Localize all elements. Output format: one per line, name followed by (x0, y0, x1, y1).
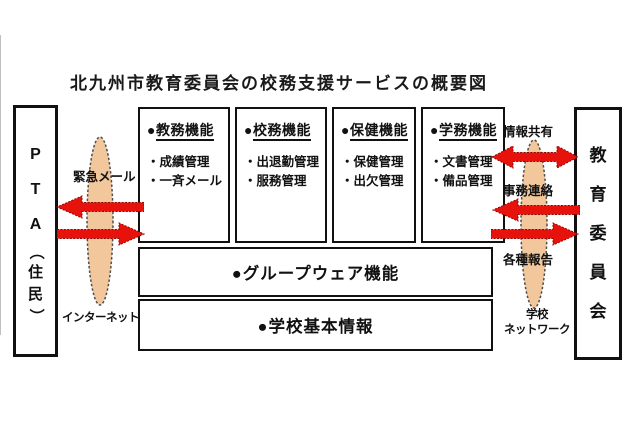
function-box-title: 教務機能 (155, 122, 214, 141)
pta-char: ） (27, 307, 45, 324)
function-row: ●教務機能 ・成績管理 ・一斉メール ●校務機能 ・出退勤管理 ・服務管理 ●保… (138, 107, 505, 243)
arrow-right-pointing (491, 222, 579, 246)
bullet-icon: ● (147, 122, 156, 138)
function-box-title: 学務機能 (438, 122, 497, 141)
info-sharing-label: 情報共有 (503, 125, 554, 139)
arrow-right-pointing (57, 222, 145, 246)
function-box-header: ●教務機能 (147, 120, 222, 141)
arrow-double-headed (491, 145, 579, 169)
function-box-items: ・成績管理 ・一斉メール (147, 153, 222, 191)
bullet-icon: ● (341, 122, 350, 138)
function-item: ・出欠管理 (341, 174, 404, 188)
office-contact-label: 事務連絡 (503, 184, 554, 198)
internet-lens-ellipse (86, 136, 114, 306)
arrow-shape (491, 145, 579, 169)
function-item: ・保健管理 (341, 155, 404, 169)
function-item: ・一斉メール (147, 174, 223, 188)
edu-char: 委 (589, 224, 607, 243)
internet-label: インターネット (62, 312, 140, 324)
arrow-shape (56, 195, 144, 219)
function-box-items: ・保健管理 ・出欠管理 (341, 153, 408, 191)
function-box-title: 保健機能 (350, 122, 408, 141)
edu-char: 教 (589, 146, 607, 165)
school-basic-info-row: ●学校基本情報 (138, 299, 493, 351)
school-network-label-line2: ネットワーク (504, 324, 571, 336)
pta-char: P (30, 145, 41, 163)
function-box-header: ●校務機能 (244, 120, 319, 141)
board-of-education-box: 教 育 委 員 会 (574, 107, 622, 360)
groupware-function-row: ●グループウェア機能 (138, 247, 493, 297)
arrow-left-pointing (56, 195, 144, 219)
function-item: ・出退勤管理 (244, 155, 320, 169)
function-item: ・服務管理 (244, 174, 307, 188)
function-item: ・文書管理 (430, 155, 493, 169)
arrow-shape (491, 222, 579, 246)
arrow-left-pointing (492, 198, 580, 222)
emergency-mail-label: 緊急メール (73, 170, 136, 184)
pta-char: 民 (27, 285, 43, 303)
bullet-icon: ● (244, 122, 253, 138)
function-box-kyomu: ●教務機能 ・成績管理 ・一斉メール (138, 107, 231, 243)
arrow-shape (492, 198, 580, 222)
function-box-gakumu: ●学務機能 ・文書管理 ・備品管理 (421, 107, 505, 243)
pta-residents-box: P T A （ 住 民 ） (13, 105, 58, 357)
diagram-title: 北九州市教育委員会の校務支援サービスの概要図 (70, 74, 488, 93)
edu-char: 育 (589, 185, 607, 204)
function-item: ・備品管理 (430, 174, 493, 188)
function-box-title: 校務機能 (252, 122, 311, 141)
pta-char: （ (27, 243, 45, 260)
pta-char: 住 (27, 263, 43, 281)
edu-char: 員 (589, 263, 607, 282)
function-box-header: ●学務機能 (430, 120, 497, 141)
function-box-items: ・文書管理 ・備品管理 (430, 153, 497, 191)
function-item: ・成績管理 (147, 155, 210, 169)
pta-char: A (29, 215, 42, 233)
page-edge-line (0, 35, 1, 335)
function-box-komu: ●校務機能 ・出退勤管理 ・服務管理 (235, 107, 328, 243)
school-network-lens-ellipse (520, 139, 548, 309)
school-network-label: 学校 ネットワーク (499, 308, 575, 338)
lens-shape (520, 139, 548, 309)
function-box-hoken: ●保健機能 ・保健管理 ・出欠管理 (332, 107, 416, 243)
service-stack: ●教務機能 ・成績管理 ・一斉メール ●校務機能 ・出退勤管理 ・服務管理 ●保… (138, 107, 505, 351)
various-reports-label: 各種報告 (503, 253, 554, 267)
bullet-icon: ● (430, 122, 439, 138)
function-box-header: ●保健機能 (341, 120, 408, 141)
edu-char: 会 (589, 302, 607, 321)
lens-shape (86, 136, 114, 306)
school-network-label-line1: 学校 (526, 309, 549, 321)
arrow-shape (57, 222, 145, 246)
function-box-items: ・出退勤管理 ・服務管理 (244, 153, 319, 191)
pta-char: T (30, 180, 41, 198)
